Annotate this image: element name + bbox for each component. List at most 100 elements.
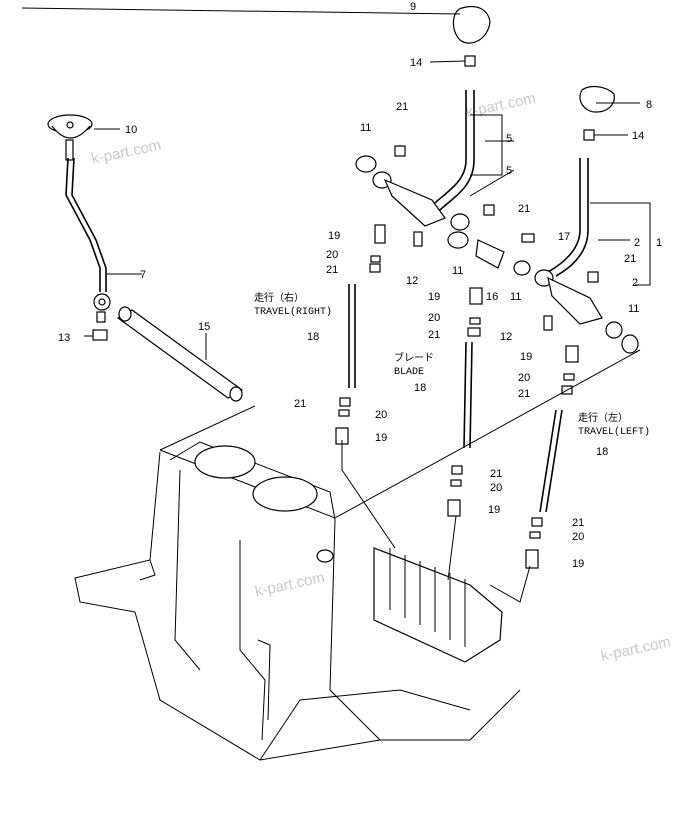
callout-16: 16 (486, 291, 498, 303)
callout-21: 21 (326, 264, 338, 276)
callout-11: 11 (510, 291, 521, 303)
nut-21-e (467, 327, 481, 337)
callout-19: 19 (572, 558, 584, 570)
callout-9: 9 (410, 1, 416, 13)
caption-travel-left-jp: 走行（左） (578, 411, 628, 425)
callout-21: 21 (490, 468, 502, 480)
callout-2: 2 (634, 237, 640, 249)
washer-20-e (563, 373, 575, 381)
caption-blade-en: BLADE (394, 367, 424, 378)
callout-19: 19 (520, 351, 532, 363)
bushing-2 (605, 321, 623, 339)
rodend-19-a (374, 224, 386, 244)
callout-5: 5 (506, 165, 512, 177)
control-valve (373, 547, 503, 663)
washer-20-b (338, 409, 350, 417)
callout-20: 20 (375, 409, 387, 421)
callout-11: 11 (360, 122, 371, 134)
rodend-19-f (525, 549, 539, 569)
callout-18: 18 (307, 331, 319, 343)
caption-blade-jp: ブレード (394, 351, 434, 365)
washer-20-d (450, 479, 462, 487)
watermark-text: k-part.com (464, 90, 537, 121)
callout-10: 10 (125, 124, 137, 136)
callout-12: 12 (500, 331, 512, 343)
callout-21: 21 (428, 329, 440, 341)
callout-20: 20 (490, 482, 502, 494)
callout-11: 11 (452, 265, 463, 277)
left-lever-assembly (47, 114, 244, 402)
oring-11-b (447, 231, 469, 249)
nut-14 (464, 55, 476, 67)
callout-12: 12 (406, 275, 418, 287)
function-captions: 走行（右） TRAVEL(RIGHT) ブレード BLADE 走行（左） TRA… (254, 291, 650, 438)
callout-labels: 9 14 10 21 11 5 5 8 14 21 19 20 21 12 11… (58, 1, 662, 570)
bolt-12-a (413, 231, 423, 247)
knob-10-body (51, 125, 91, 139)
frame-hole-a (194, 445, 256, 479)
nut-14-b (583, 129, 595, 141)
lever-1-rod (547, 158, 581, 273)
callout-17: 17 (558, 231, 570, 243)
callout-19: 19 (375, 432, 387, 444)
caption-travel-right-jp: 走行（右） (254, 291, 304, 305)
caption-travel-right-en: TRAVEL(RIGHT) (254, 306, 332, 318)
rod-18-blade (463, 341, 467, 449)
lever-7-top (65, 139, 74, 161)
callout-19: 19 (428, 291, 440, 303)
callout-15: 15 (198, 321, 210, 333)
callout-5: 5 (506, 133, 512, 145)
watermark-text: k-part.com (253, 569, 326, 600)
blade-link-assembly (447, 204, 535, 517)
leader-lines (21, 7, 651, 360)
rodend-19-e (565, 345, 579, 363)
callout-21: 21 (624, 253, 636, 265)
knob-9 (452, 5, 491, 44)
nut-21-c (339, 397, 351, 407)
callout-21: 21 (518, 203, 530, 215)
link-16 (475, 239, 505, 269)
watermark-text: k-part.com (90, 137, 163, 168)
oring-11-c (513, 260, 531, 276)
callout-2: 2 (632, 277, 638, 289)
callout-18: 18 (414, 382, 426, 394)
washer-20-c (469, 317, 481, 325)
callout-13: 13 (58, 332, 70, 344)
right-lever-assembly (525, 85, 639, 569)
callout-14: 14 (632, 130, 644, 142)
callout-8: 8 (646, 99, 652, 111)
callout-7: 7 (140, 269, 146, 281)
callout-14: 14 (410, 57, 422, 69)
bolt-17 (521, 233, 535, 243)
callout-21: 21 (572, 517, 584, 529)
washer-20-a (370, 255, 381, 263)
oring-11-a (355, 155, 377, 173)
lever-5-bracket (383, 178, 446, 227)
nut-21-f (451, 465, 463, 475)
callout-19: 19 (328, 230, 340, 242)
callout-20: 20 (428, 312, 440, 324)
callout-1: 1 (656, 237, 662, 249)
knob-8 (579, 85, 615, 113)
callout-20: 20 (326, 249, 338, 261)
oring-11-d (621, 334, 639, 354)
caption-travel-left-en: TRAVEL(LEFT) (578, 426, 650, 438)
callout-21: 21 (396, 101, 408, 113)
shaft-15 (116, 309, 244, 399)
bolt-12-b (543, 315, 553, 331)
callout-20: 20 (518, 372, 530, 384)
nut-21-g (587, 271, 599, 283)
frame-assembly (74, 349, 641, 761)
center-lever-assembly (335, 5, 491, 445)
callout-21: 21 (294, 398, 306, 410)
rod-18-left (539, 409, 557, 513)
rodend-19-c (469, 287, 483, 305)
frame-hole-b (252, 476, 318, 512)
nut-21-b (369, 263, 381, 273)
callout-11: 11 (628, 303, 639, 315)
nut-21-i (531, 517, 543, 527)
watermark-text: k-part.com (599, 633, 672, 664)
lever-7-rod (65, 157, 101, 292)
frame-outline (74, 451, 381, 761)
